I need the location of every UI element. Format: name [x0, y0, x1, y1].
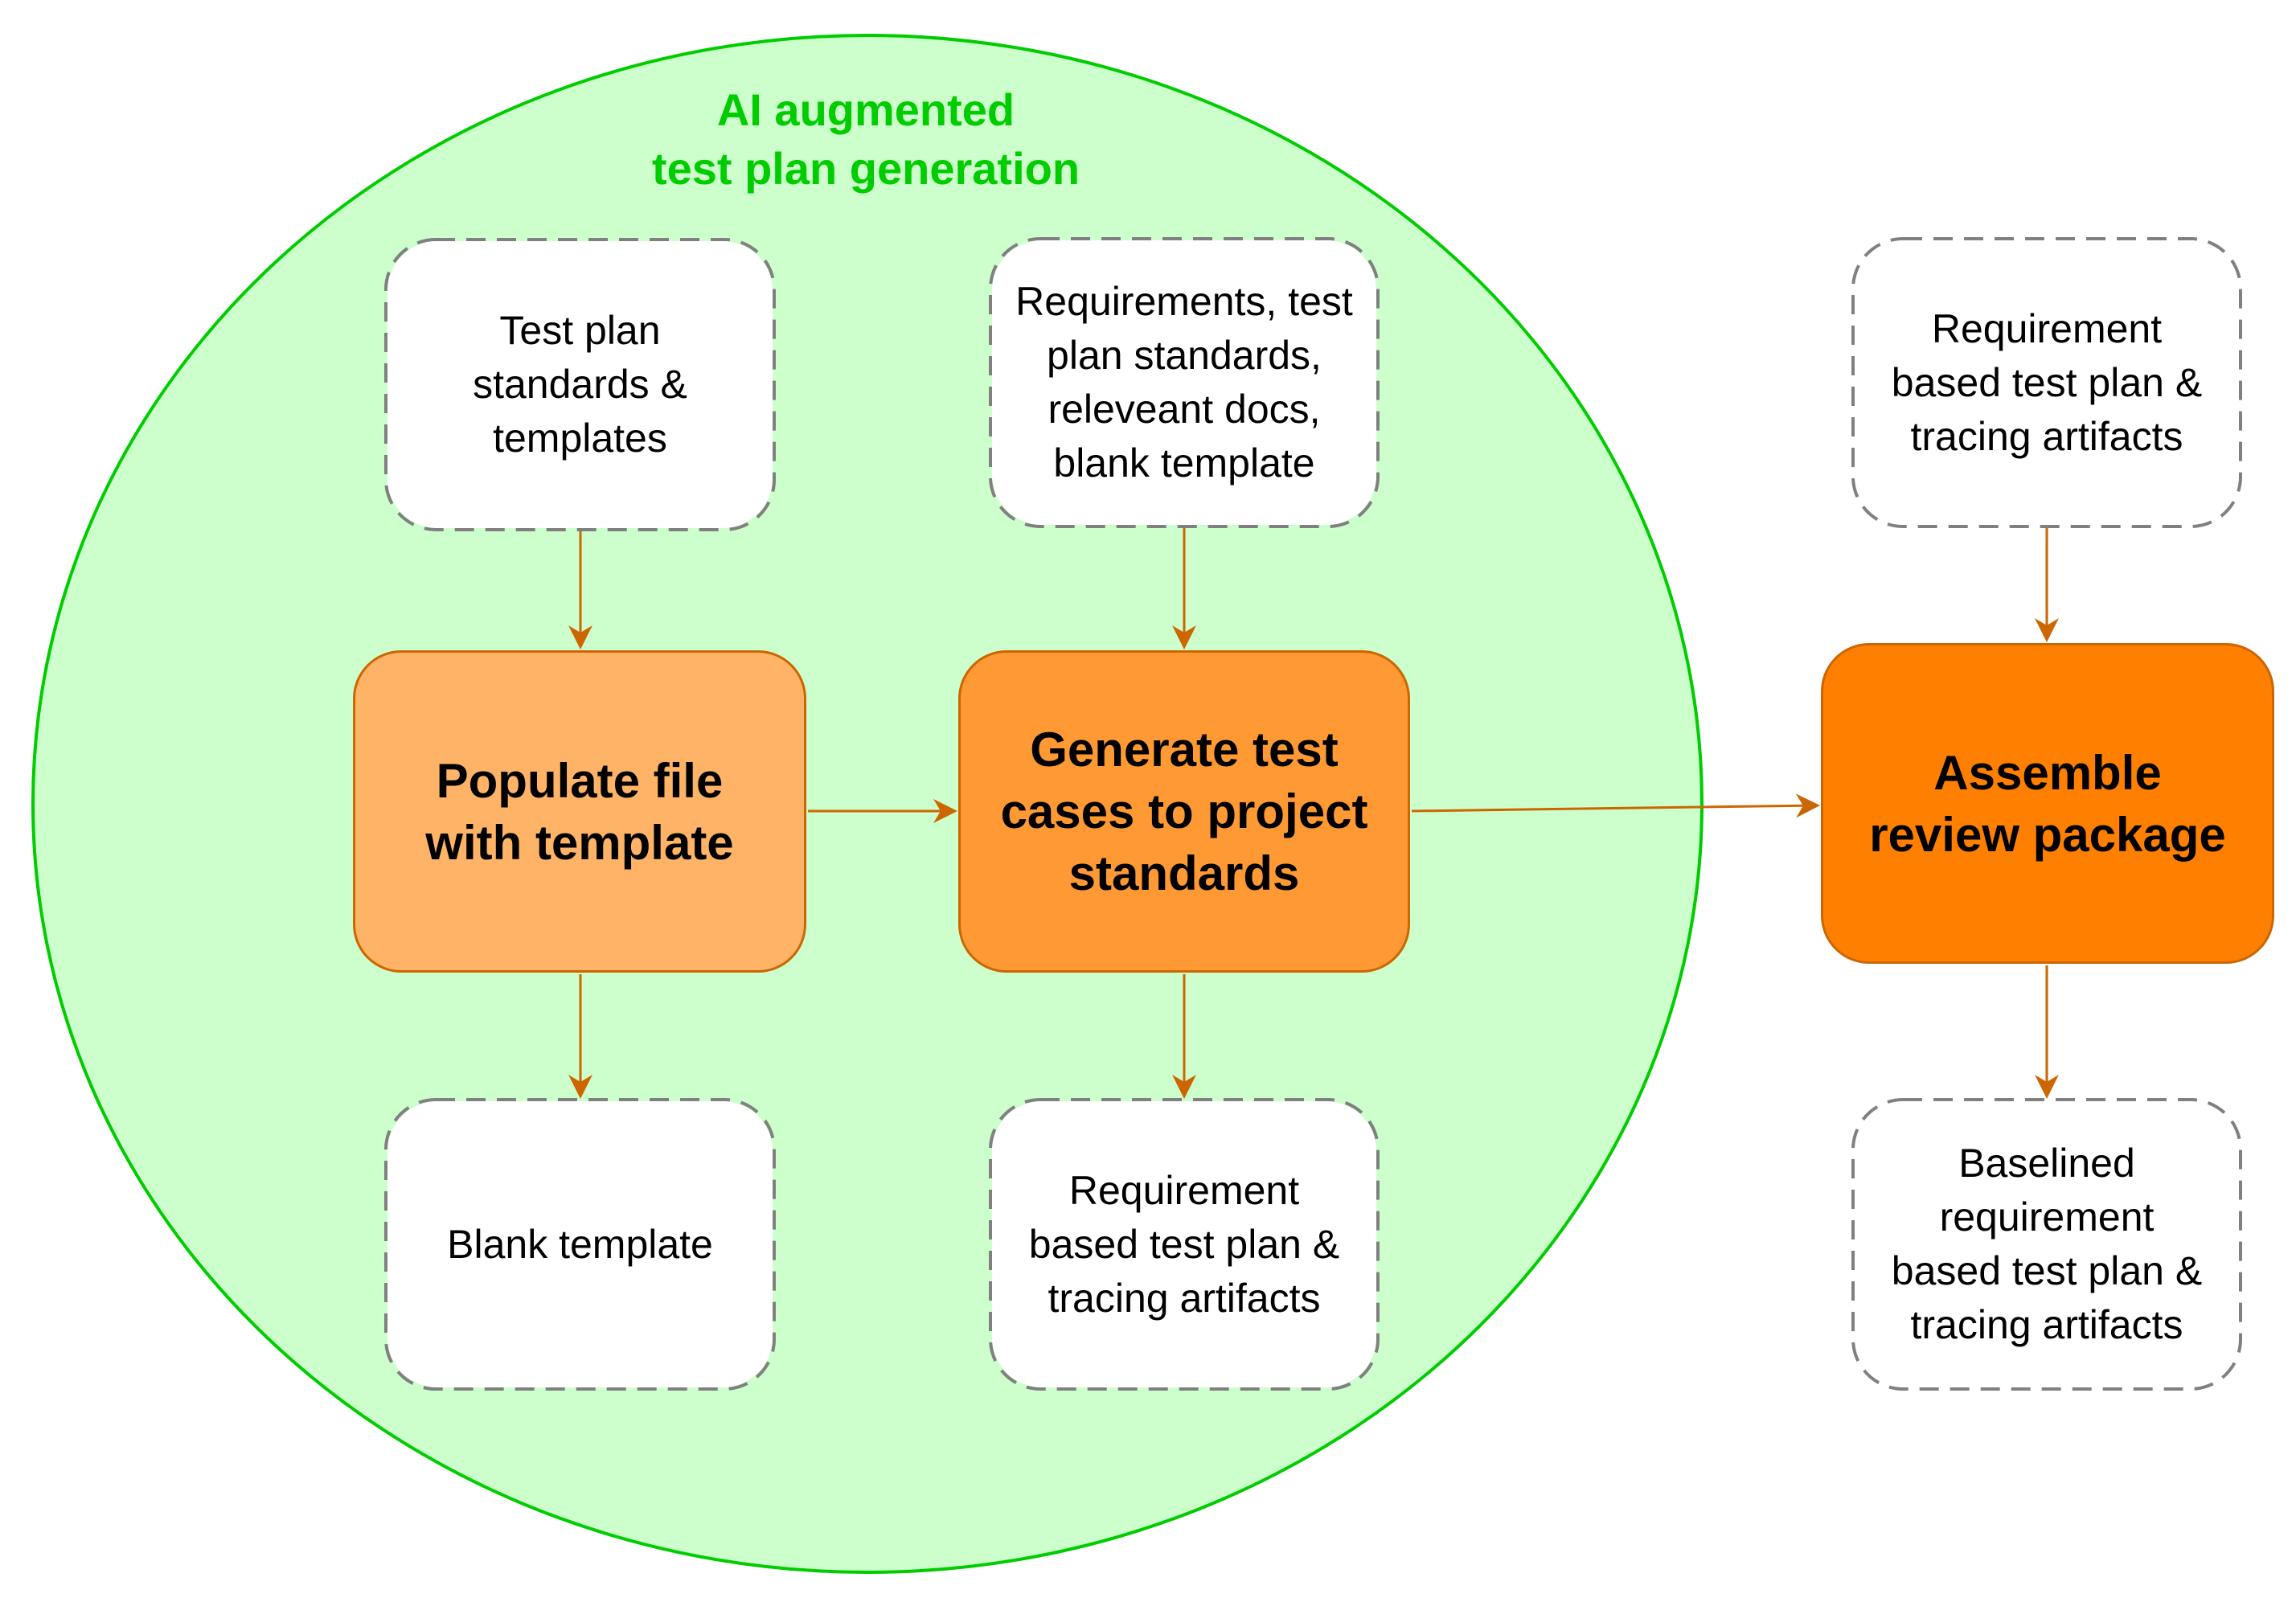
- doc-border-baselined: [1851, 1098, 2242, 1391]
- input-standards-templates[interactable]: Test plan standards & templates: [387, 241, 773, 528]
- arrow-generate-to-assemble: [1411, 793, 1820, 818]
- doc-border-requirements: [989, 237, 1380, 528]
- doc-border-blank-template: [384, 1098, 776, 1391]
- process-assemble-review[interactable]: Assemble review package: [1821, 643, 2274, 964]
- process-populate-file-label: Populate file with template: [425, 753, 734, 870]
- output-blank-template[interactable]: Blank template: [387, 1101, 773, 1387]
- process-generate-test-cases-label: Generate test cases to project standards: [1000, 723, 1368, 900]
- input-requirements-docs-label: Requirements, test plan standards, relev…: [1015, 279, 1353, 486]
- group-title: AI augmented test plan generation: [651, 84, 1080, 194]
- input-review-artifacts-label: Requirement based test plan & tracing ar…: [1891, 305, 2203, 459]
- output-test-plan-artifacts-label: Requirement based test plan & tracing ar…: [1028, 1167, 1340, 1321]
- process-assemble-review-label: Assemble review package: [1869, 745, 2226, 862]
- output-test-plan-artifacts[interactable]: Requirement based test plan & tracing ar…: [992, 1101, 1376, 1387]
- input-review-artifacts[interactable]: Requirement based test plan & tracing ar…: [1855, 240, 2239, 525]
- output-blank-template-label: Blank template: [447, 1221, 713, 1267]
- doc-border-test-plan-artifacts: [989, 1098, 1380, 1391]
- process-generate-test-cases[interactable]: Generate test cases to project standards: [958, 650, 1410, 973]
- output-baselined-artifacts-label: Baselined requirement based test plan & …: [1891, 1141, 2203, 1347]
- input-requirements-docs[interactable]: Requirements, test plan standards, relev…: [992, 240, 1376, 525]
- doc-border-standards: [384, 238, 776, 531]
- output-baselined-artifacts[interactable]: Baselined requirement based test plan & …: [1855, 1101, 2239, 1387]
- input-standards-templates-label: Test plan standards & templates: [473, 308, 687, 461]
- process-populate-file[interactable]: Populate file with template: [353, 650, 806, 973]
- ai-group-ellipse: [31, 34, 1704, 1574]
- doc-border-review-input: [1851, 237, 2242, 528]
